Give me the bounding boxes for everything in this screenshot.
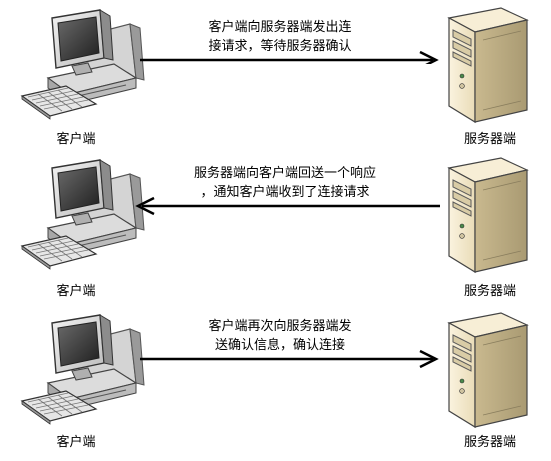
- server-label: 服务器端: [463, 132, 516, 147]
- step-message-line: 接请求，等待服务器确认: [208, 39, 352, 54]
- handshake-step-3: 客户端 客户端再次向服务器端发 送确认信息，确认连接 服务器端: [0, 305, 551, 455]
- arrow-right-icon: [140, 50, 439, 64]
- arrow-right-icon: [140, 349, 439, 369]
- server-tower-icon: [435, 156, 535, 274]
- step-message-line: 客户端再次向服务器端发: [208, 319, 352, 334]
- handshake-step-2: 客户端 服务器端向客户端回送一个响应 ，通知客户端收到了连接请求 服务器端: [0, 150, 551, 300]
- step-message-line: 服务器端向客户端回送一个响应: [193, 166, 376, 181]
- server-label: 服务器端: [463, 435, 516, 450]
- arrow-left-icon: [135, 196, 440, 216]
- step-message-line: 客户端向服务器端发出连: [208, 20, 352, 35]
- step-message-line: ，通知客户端收到了连接请求: [200, 185, 370, 200]
- client-label: 客户端: [56, 435, 96, 450]
- step-message: 客户端向服务器端发出连 接请求，等待服务器确认: [180, 18, 380, 56]
- server-tower-icon: [435, 6, 535, 124]
- desktop-computer-icon: [18, 8, 148, 120]
- step-message-line: 送确认信息，确认连接: [214, 338, 345, 353]
- step-message: 服务器端向客户端回送一个响应 ，通知客户端收到了连接请求: [170, 164, 400, 202]
- handshake-step-1: 客户端 客户端向服务器端发出连 接请求，等待服务器确认 服务器端: [0, 0, 551, 150]
- server-label: 服务器端: [463, 284, 516, 299]
- step-message: 客户端再次向服务器端发 送确认信息，确认连接: [190, 317, 370, 355]
- client-label: 客户端: [56, 132, 96, 147]
- server-tower-icon: [435, 311, 535, 429]
- client-label: 客户端: [56, 284, 96, 299]
